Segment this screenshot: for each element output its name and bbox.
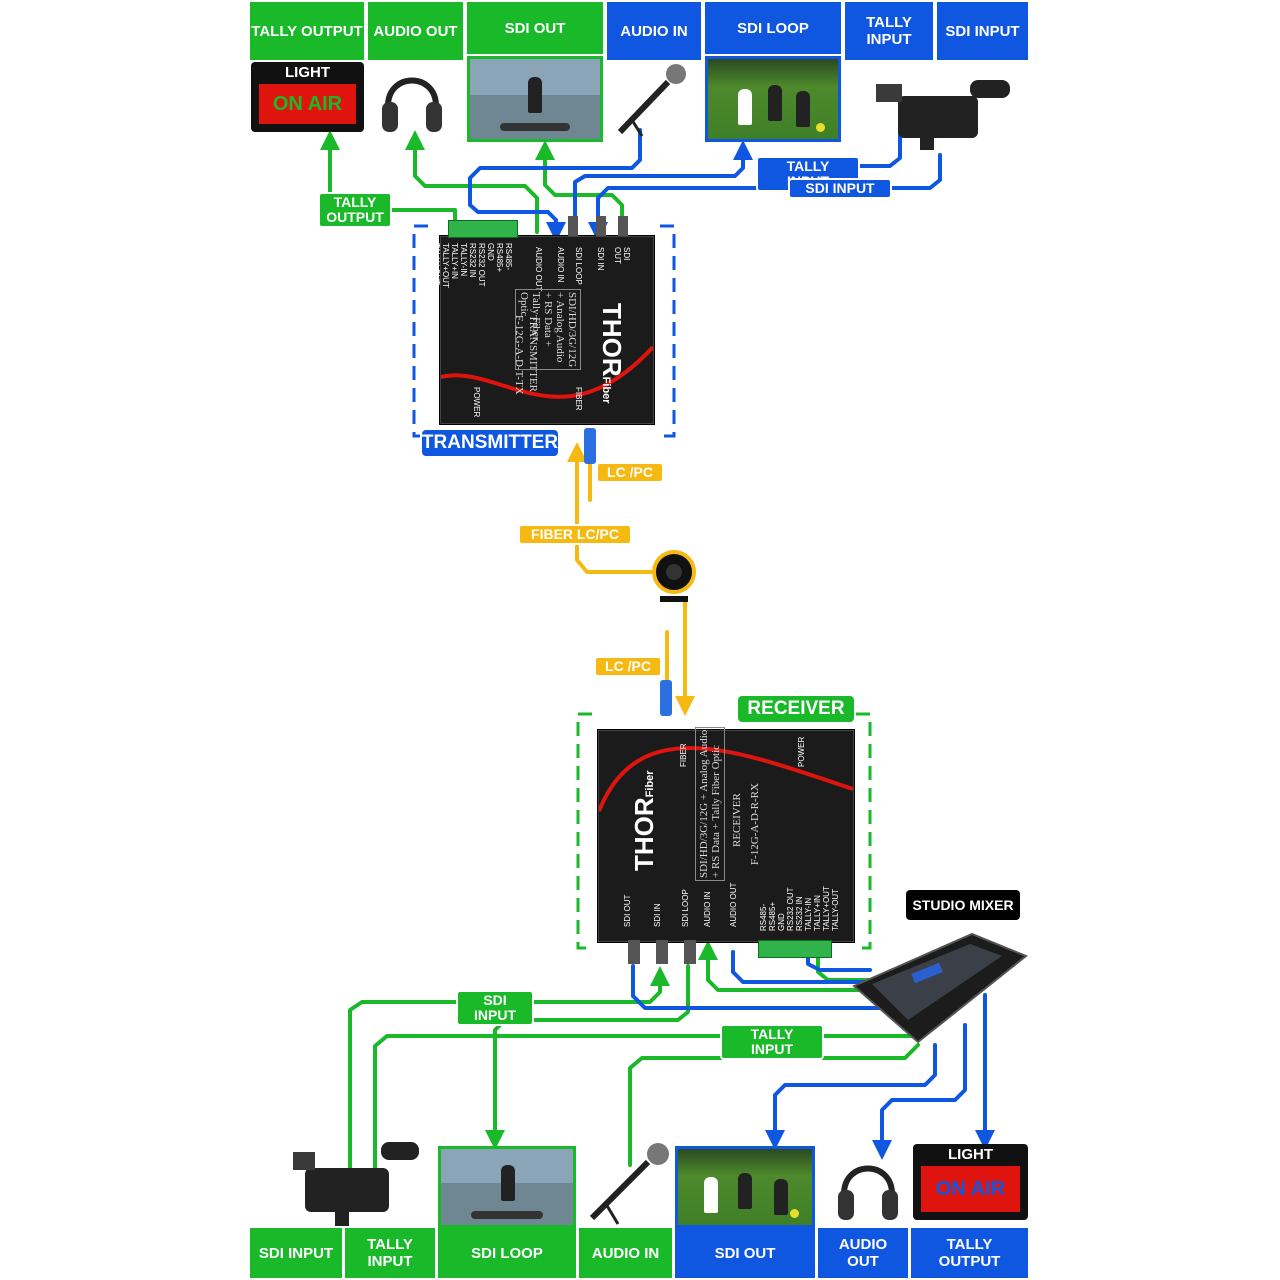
receiver-port-audio-out: AUDIO OUT xyxy=(729,882,738,927)
transmitter-swoosh xyxy=(441,345,653,399)
receiver-power-label: POWER xyxy=(797,736,806,767)
headphones-icon-bottom xyxy=(838,1165,898,1220)
transmitter-bnc-connectors xyxy=(560,216,630,236)
receiver-port-block-label: RS485- RS485+ GND RS232 OUT RS232 IN TAL… xyxy=(759,886,840,931)
transmitter-description: SDI/HD/3G/12G + Analog Audio + RS Data +… xyxy=(515,289,581,371)
sdi-loop-photo-soccer xyxy=(705,56,841,142)
microphone-icon xyxy=(617,64,686,137)
bottom-label-tally-input: TALLY INPUT xyxy=(345,1228,435,1278)
transmitter-title: TRANSMITTER xyxy=(420,428,560,458)
top-label-sdi-out: SDI OUT xyxy=(467,2,603,54)
bottom-label-sdi-input: SDI INPUT xyxy=(250,1228,342,1278)
bottom-label-tally-output: TALLY OUTPUT xyxy=(911,1228,1028,1278)
transmitter-port-audio-in: AUDIO IN xyxy=(556,247,565,283)
on-air-text-bottom: ON AIR xyxy=(935,1177,1006,1200)
sdi-out-photo-surfer xyxy=(467,56,603,142)
studio-mixer-label: STUDIO MIXER xyxy=(906,890,1020,920)
video-camera-icon-bottom xyxy=(293,1142,419,1226)
tally-light-bottom-header: LIGHT xyxy=(948,1146,993,1163)
line-audio-mixer xyxy=(698,940,872,992)
tally-light-bottom: LIGHT ON AIR xyxy=(913,1144,1028,1220)
receiver-port-audio-in: AUDIO IN xyxy=(703,891,712,927)
top-label-tally-output: TALLY OUTPUT xyxy=(250,2,364,60)
line-mixer-sdi-out xyxy=(765,1043,937,1150)
line-sdi-out-top xyxy=(535,140,624,222)
line-sdi-out-bottom xyxy=(631,964,902,1010)
lc-connector-top xyxy=(584,428,596,464)
line-sdi-loop-top xyxy=(573,140,753,222)
lc-connector-bottom xyxy=(660,680,672,716)
receiver-thor-logo: THORFiber xyxy=(629,770,660,871)
on-air-screen: ON AIR xyxy=(259,84,356,124)
sdi-loop-photo-surfer-bottom xyxy=(438,1146,576,1228)
logo-sub: Fiber xyxy=(600,376,612,404)
top-label-audio-in: AUDIO IN xyxy=(607,2,701,60)
receiver-port-sdi-in: SDI IN xyxy=(653,903,662,927)
tag-lc-pc-bottom: LC /PC xyxy=(594,656,662,677)
line-fiber xyxy=(567,442,662,574)
video-camera-icon xyxy=(876,80,1010,150)
line-mixer-audio-out xyxy=(872,1023,967,1160)
receiver-model-heading: RECEIVER xyxy=(731,793,743,847)
bottom-label-sdi-out: SDI OUT xyxy=(675,1228,815,1278)
transmitter-port-sdi-out: SDI OUT xyxy=(613,247,631,264)
line-audio-in-top xyxy=(468,128,642,242)
receiver-logo-brand: THOR xyxy=(629,797,659,871)
transmitter-unit: RS485- RS485+ GND RS232 OUT RS232 IN TAL… xyxy=(432,236,654,424)
receiver-port-sdi-loop: SDI LOOP xyxy=(681,889,690,927)
on-air-text: ON AIR xyxy=(272,92,343,115)
headphones-icon xyxy=(382,77,442,132)
top-label-sdi-loop: SDI LOOP xyxy=(705,2,841,54)
transmitter-terminal-block xyxy=(448,220,518,238)
transmitter-power-label: POWER xyxy=(472,387,481,418)
top-label-tally-input: TALLY INPUT xyxy=(845,2,933,60)
thor-fiber-logo: THORFiber xyxy=(596,303,627,404)
receiver-logo-sub: Fiber xyxy=(644,770,656,798)
sdi-out-photo-soccer-bottom xyxy=(675,1146,815,1228)
receiver-swoosh xyxy=(599,746,853,812)
tally-light-top: LIGHT ON AIR xyxy=(251,62,364,132)
transmitter-port-sdi-loop: SDI LOOP xyxy=(574,247,583,285)
receiver-terminal-block xyxy=(758,940,832,958)
transmitter-port-sdi-in: SDI IN xyxy=(596,247,605,271)
top-label-sdi-input: SDI INPUT xyxy=(937,2,1028,60)
receiver-description: SDI/HD/3G/12G + Analog Audio + RS Data +… xyxy=(695,726,725,881)
bottom-label-audio-in: AUDIO IN xyxy=(579,1228,672,1278)
tag-sdi-input-top: SDI INPUT xyxy=(788,178,892,199)
transmitter-port-audio-out: AUDIO OUT xyxy=(534,247,543,292)
tag-sdi-input-bottom: SDI INPUT xyxy=(456,990,534,1026)
receiver-port-sdi-out: SDI OUT xyxy=(623,894,632,927)
on-air-screen-bottom: ON AIR xyxy=(921,1166,1020,1212)
receiver-unit: THORFiber SDI/HD/3G/12G + Analog Audio +… xyxy=(598,726,854,942)
top-label-audio-out: AUDIO OUT xyxy=(368,2,463,60)
line-audio-out-mixer xyxy=(731,950,882,984)
receiver-title: RECEIVER xyxy=(736,694,856,724)
receiver-fiber-label: FIBER xyxy=(679,743,688,767)
transmitter-fiber-label: FIBER xyxy=(574,387,583,411)
tag-lc-pc-top: LC /PC xyxy=(596,462,664,483)
receiver-bnc-connectors xyxy=(624,940,704,964)
microphone-icon-bottom xyxy=(589,1143,669,1225)
line-sdi-loop-bottom xyxy=(485,964,690,1150)
tally-light-header: LIGHT xyxy=(285,64,330,81)
line-audio-out-top xyxy=(405,130,539,234)
tag-tally-input-bottom: TALLY INPUT xyxy=(720,1024,824,1060)
tag-fiber: FIBER LC/PC xyxy=(518,524,632,545)
fiber-reel-icon xyxy=(652,550,696,602)
studio-mixer-icon xyxy=(852,932,1028,1044)
line-audio-in-bottom xyxy=(628,1043,920,1167)
bottom-label-audio-out: AUDIO OUT xyxy=(818,1228,908,1278)
transmitter-port-block-label: RS485- RS485+ GND RS232 OUT RS232 IN TAL… xyxy=(432,243,513,288)
receiver-model: F-12G-A-D-R-RX xyxy=(749,783,761,865)
bottom-label-sdi-loop: SDI LOOP xyxy=(438,1228,576,1278)
logo-brand: THOR xyxy=(597,303,627,377)
tag-tally-output-top: TALLY OUTPUT xyxy=(318,192,392,228)
